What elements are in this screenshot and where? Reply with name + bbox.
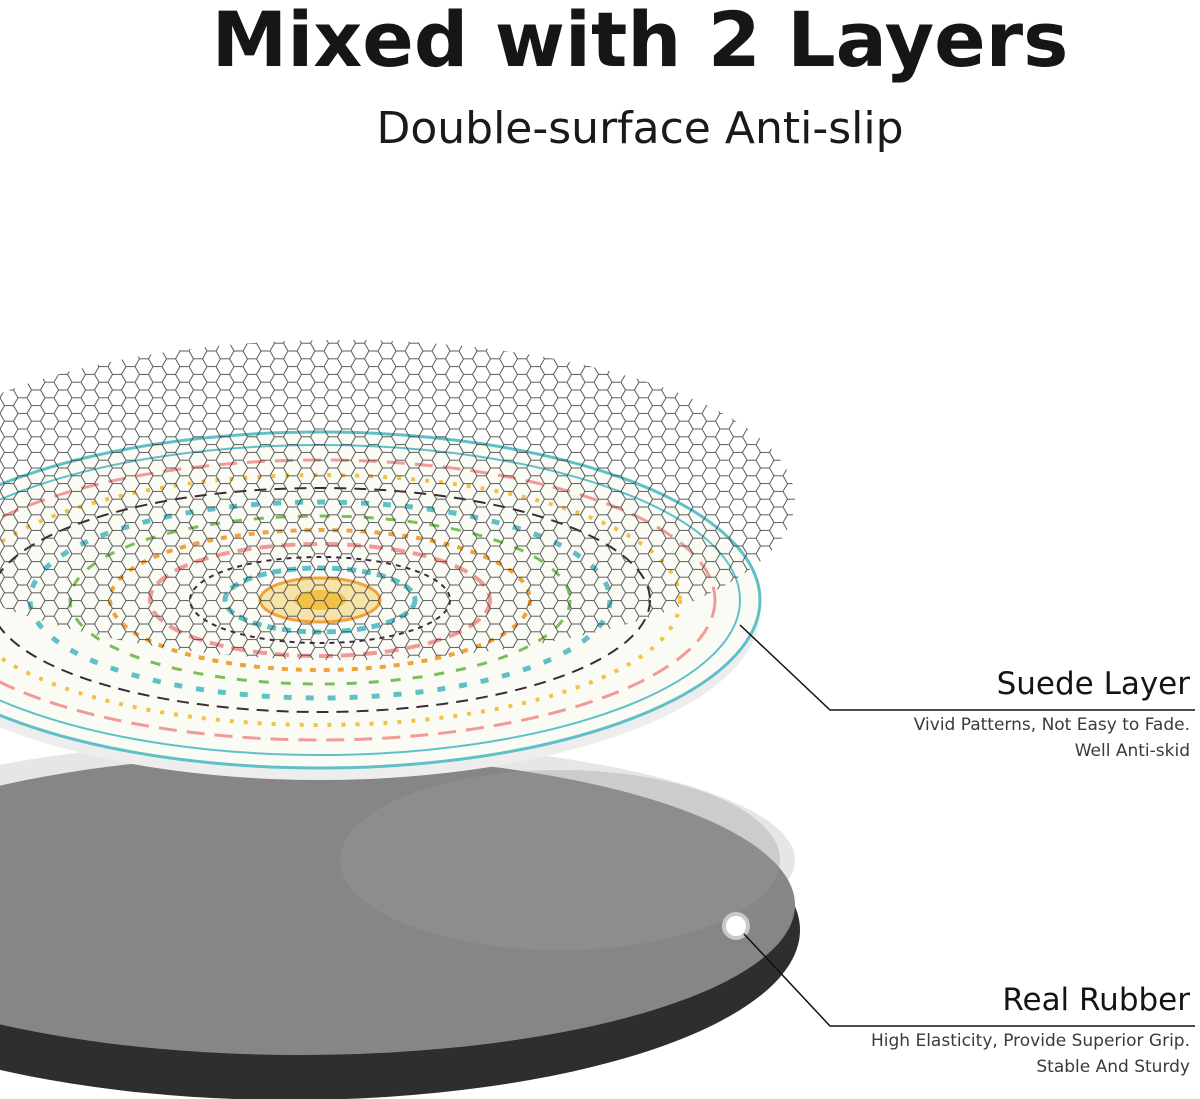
suede-layer-desc-line2: Well Anti-skid xyxy=(1074,741,1190,761)
rubber-layer-title: Real Rubber xyxy=(1002,982,1190,1018)
rubber-gloss xyxy=(340,770,780,950)
rubber-top-surface xyxy=(0,755,795,1055)
suede-layer xyxy=(0,340,795,780)
page-title: Mixed with 2 Layers xyxy=(211,0,1069,84)
suede-layer-description: Vivid Patterns, Not Easy to Fade. Well A… xyxy=(770,712,1190,764)
rubber-leader-line xyxy=(743,933,1195,1027)
hex-mesh xyxy=(0,340,795,660)
rubber-layer-description: High Elasticity, Provide Superior Grip. … xyxy=(770,1028,1190,1080)
suede-leader-line xyxy=(739,624,1195,711)
rubber-layer-desc-line1: High Elasticity, Provide Superior Grip. xyxy=(870,1031,1190,1051)
rubber-layer-desc-line2: Stable And Sturdy xyxy=(1036,1057,1190,1077)
rubber-layer-callout: Real Rubber High Elasticity, Provide Sup… xyxy=(770,982,1190,1080)
rubber-layer xyxy=(0,740,800,1099)
suede-layer-desc-line1: Vivid Patterns, Not Easy to Fade. xyxy=(913,715,1190,735)
rubber-pointer-dot xyxy=(722,912,750,940)
page-subtitle: Double-surface Anti-slip xyxy=(376,103,904,154)
suede-layer-title: Suede Layer xyxy=(996,666,1190,702)
suede-layer-callout: Suede Layer Vivid Patterns, Not Easy to … xyxy=(770,666,1190,764)
